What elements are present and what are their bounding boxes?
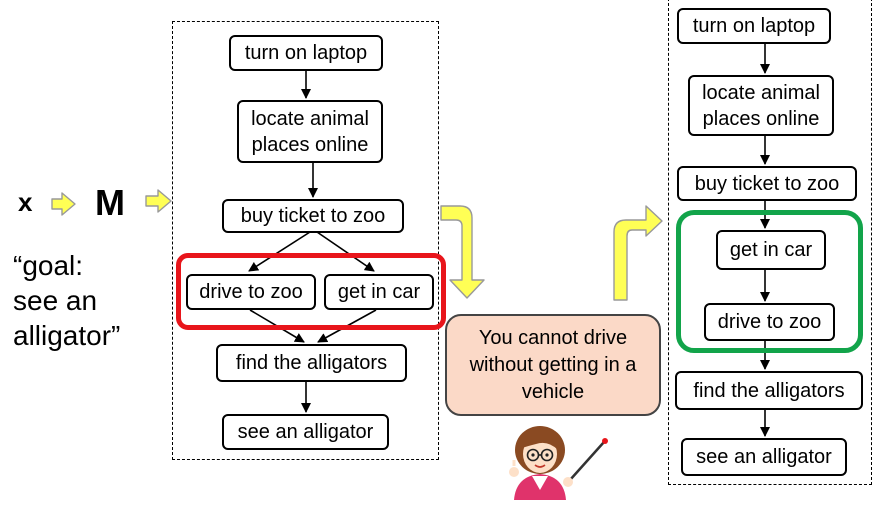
left-node-get-in-car: get in car	[324, 274, 434, 310]
right-node-drive-to-zoo: drive to zoo	[704, 303, 835, 341]
right-node-buy-ticket: buy ticket to zoo	[677, 166, 857, 201]
model-label: M	[95, 182, 125, 223]
edge-ticket-car	[316, 231, 375, 272]
left-node-see-alligator: see an alligator	[222, 414, 389, 450]
error-highlight	[176, 253, 446, 330]
x-to-m-arrow-icon	[51, 192, 76, 216]
m-to-plan-arrow-icon	[145, 189, 172, 213]
goal-text: “goal: see an alligator”	[13, 250, 121, 351]
right-node-turn-on-laptop: turn on laptop	[677, 8, 831, 44]
right-node-locate-places: locate animal places online	[688, 75, 834, 136]
right-node-get-in-car: get in car	[716, 230, 826, 270]
x-label: x	[18, 187, 33, 217]
left-node-locate-places: locate animal places online	[237, 100, 383, 163]
feedback-text: You cannot drive without getting in a ve…	[469, 326, 637, 403]
right-plan-container	[668, 0, 872, 485]
teacher-icon	[509, 426, 608, 500]
right-node-find-alligators: find the alligators	[675, 371, 863, 410]
edge-ticket-drive	[248, 231, 311, 272]
left-node-drive-to-zoo: drive to zoo	[186, 274, 316, 310]
right-node-see-alligator: see an alligator	[681, 438, 847, 476]
left-node-buy-ticket: buy ticket to zoo	[222, 199, 404, 233]
left-node-turn-on-laptop: turn on laptop	[229, 35, 383, 71]
fix-highlight	[676, 210, 863, 353]
plan-to-feedback-arrow-icon	[440, 205, 485, 299]
feedback-to-revised-arrow-icon	[613, 205, 663, 301]
left-node-find-alligators: find the alligators	[216, 344, 407, 382]
feedback-bubble: You cannot drive without getting in a ve…	[445, 314, 661, 416]
left-plan-container	[172, 21, 439, 460]
